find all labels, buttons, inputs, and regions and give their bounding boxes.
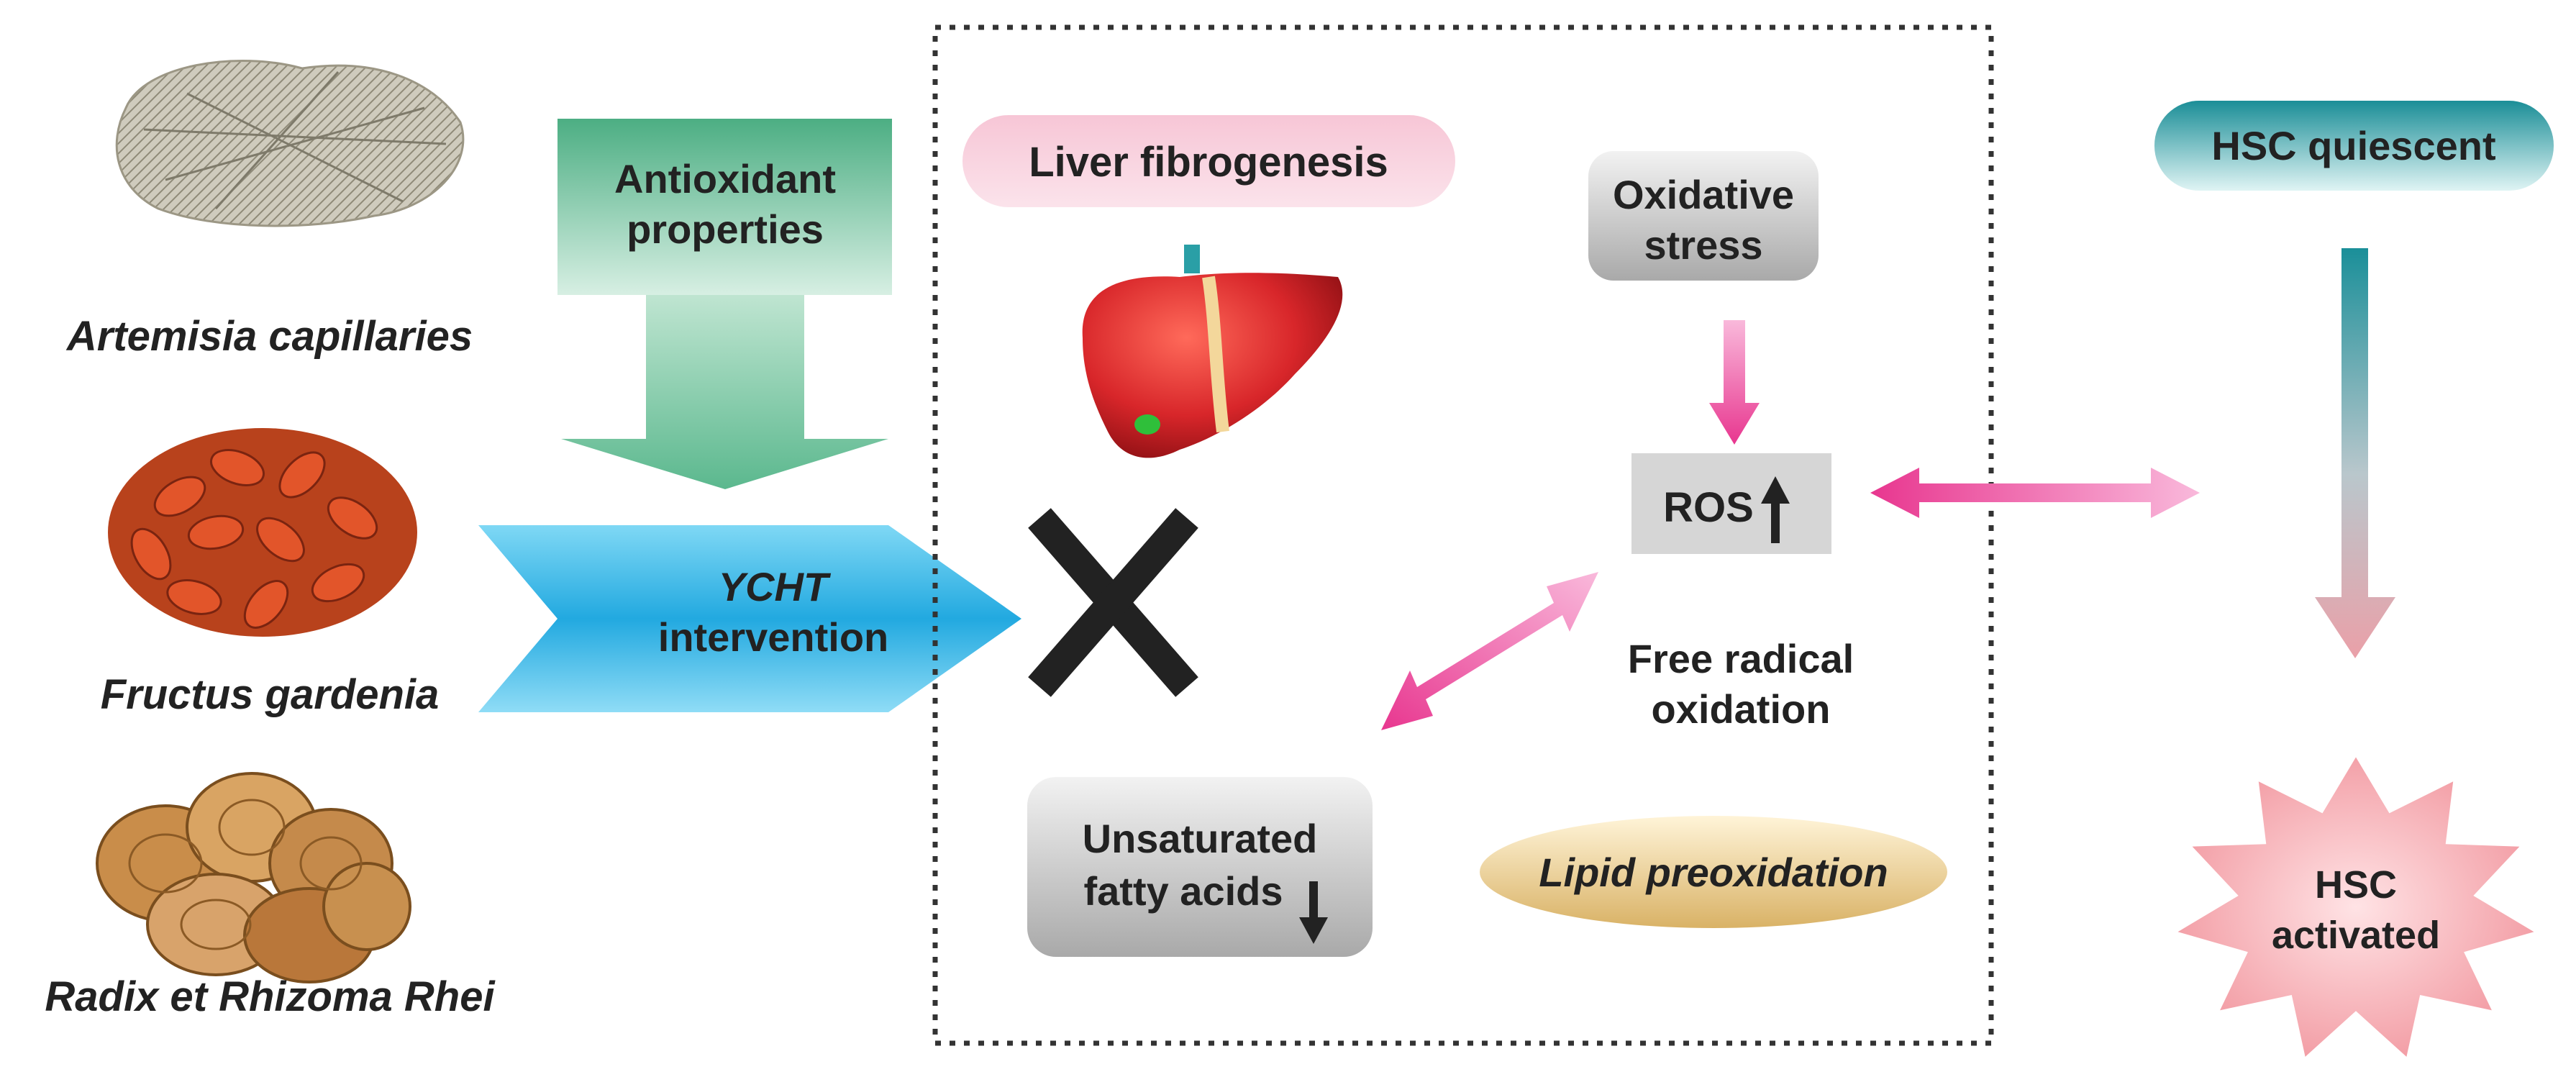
pink-diagonal-double-arrow <box>1381 572 1598 730</box>
herb-label: Radix et Rhizoma Rhei <box>45 973 496 1020</box>
red-berries-icon <box>108 428 417 637</box>
oxidative-line1: Oxidative <box>1613 172 1794 217</box>
ros-label: ROS <box>1663 484 1754 531</box>
hsc-quiescent-label: HSC quiescent <box>2211 123 2495 168</box>
ycht-arrow-shape <box>478 525 1021 712</box>
hsc-activated-line1: HSC <box>2315 863 2397 906</box>
herb-rhei: Radix et Rhizoma Rhei <box>45 772 496 1020</box>
pink-down-arrow <box>1709 320 1760 445</box>
unsaturated-line2: fatty acids <box>1084 868 1283 914</box>
antioxidant-box <box>557 119 892 295</box>
root-slices-icon <box>96 772 411 983</box>
ycht-intervention-chevron: YCHT intervention <box>478 525 1021 712</box>
lipid-peroxidation-label: Lipid preoxidation <box>1539 850 1888 895</box>
unsaturated-line1: Unsaturated <box>1083 816 1318 861</box>
unsaturated-fatty-acids-box: Unsaturated fatty acids <box>1027 777 1373 957</box>
oxidative-stress-box: Oxidative stress <box>1588 151 1819 281</box>
dried-herb-icon <box>115 59 465 227</box>
up-arrow-icon <box>1761 476 1790 543</box>
herb-artemisia: Artemisia capillaries <box>65 59 473 360</box>
liver-icon <box>1082 245 1343 458</box>
oxidative-line2: stress <box>1644 222 1762 268</box>
lipid-peroxidation-ellipse: Lipid preoxidation <box>1480 816 1947 928</box>
herb-label: Fructus gardenia <box>101 671 440 718</box>
herb-label: Artemisia capillaries <box>65 313 473 360</box>
hsc-quiescent-pill: HSC quiescent <box>2154 101 2554 191</box>
free-radical-line2: oxidation <box>1652 686 1831 732</box>
ycht-line2: intervention <box>658 614 888 660</box>
block-x-icon <box>1028 508 1198 697</box>
free-radical-label: Free radical oxidation <box>1628 636 1854 732</box>
hsc-activated-line2: activated <box>2272 914 2440 957</box>
antioxidant-line1: Antioxidant <box>614 156 836 201</box>
antioxidant-properties-block: Antioxidant properties <box>557 119 892 489</box>
liver-fibrogenesis-pill: Liver fibrogenesis <box>962 115 1455 207</box>
ycht-line1: YCHT <box>719 564 832 609</box>
pink-horizontal-double-arrow <box>1870 468 2200 518</box>
teal-down-arrow <box>2315 248 2395 658</box>
herb-gardenia: Fructus gardenia <box>101 428 440 718</box>
antioxidant-line2: properties <box>627 206 824 252</box>
free-radical-line1: Free radical <box>1628 636 1854 681</box>
green-down-arrow <box>561 295 888 489</box>
hsc-activated-burst: HSC activated <box>2177 757 2534 1057</box>
down-arrow-icon <box>1299 881 1328 944</box>
ros-box: ROS <box>1631 453 1831 554</box>
liver-fibrogenesis-label: Liver fibrogenesis <box>1029 139 1388 186</box>
